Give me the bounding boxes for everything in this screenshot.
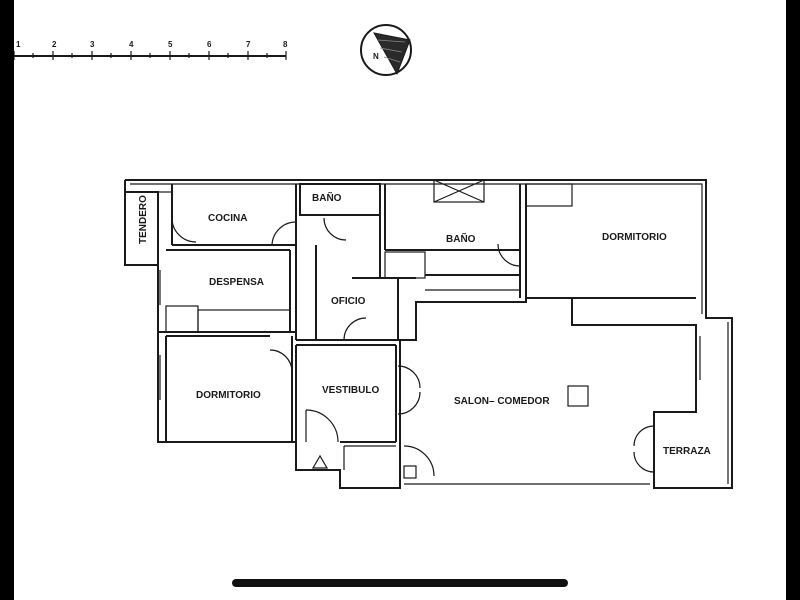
room-label-salon-comedor: SALON– COMEDOR	[454, 396, 550, 407]
north-letter: N	[373, 52, 379, 61]
scale-bar: 1 2 3 4 5 6 7 8	[14, 40, 288, 60]
scale-tick-label: 8	[283, 40, 288, 49]
room-label-bano-small: BAÑO	[312, 191, 342, 204]
doors	[171, 217, 655, 477]
floor-plan-viewer: 1 2 3 4 5 6 7 8 N	[14, 0, 786, 600]
room-label-cocina: COCINA	[208, 213, 247, 224]
scale-tick-label: 6	[207, 40, 212, 49]
scale-tick-label: 5	[168, 40, 173, 49]
home-indicator-bar[interactable]	[232, 579, 568, 587]
room-label-vestibulo: VESTIBULO	[322, 385, 379, 396]
room-label-dormitorio-right: DORMITORIO	[602, 232, 667, 243]
scale-tick-label: 1	[16, 40, 21, 49]
floor-plan-drawing: 1 2 3 4 5 6 7 8 N	[14, 24, 733, 489]
scale-tick-label: 2	[52, 40, 57, 49]
room-label-dormitorio-left: DORMITORIO	[196, 390, 261, 401]
room-label-bano-main: BAÑO	[446, 232, 476, 245]
room-label-terraza: TERRAZA	[663, 446, 711, 457]
room-label-oficio: OFICIO	[331, 296, 366, 307]
room-label-tendero: TENDERO	[138, 195, 149, 244]
walls	[124, 179, 733, 489]
room-labels: TENDERO COCINA BAÑO BAÑO DORMITORIO DESP…	[138, 191, 711, 457]
room-label-despensa: DESPENSA	[209, 277, 264, 288]
scale-tick-label: 4	[129, 40, 134, 49]
north-arrow-icon: N	[360, 24, 412, 76]
scale-tick-label: 3	[90, 40, 95, 49]
scale-tick-label: 7	[246, 40, 251, 49]
